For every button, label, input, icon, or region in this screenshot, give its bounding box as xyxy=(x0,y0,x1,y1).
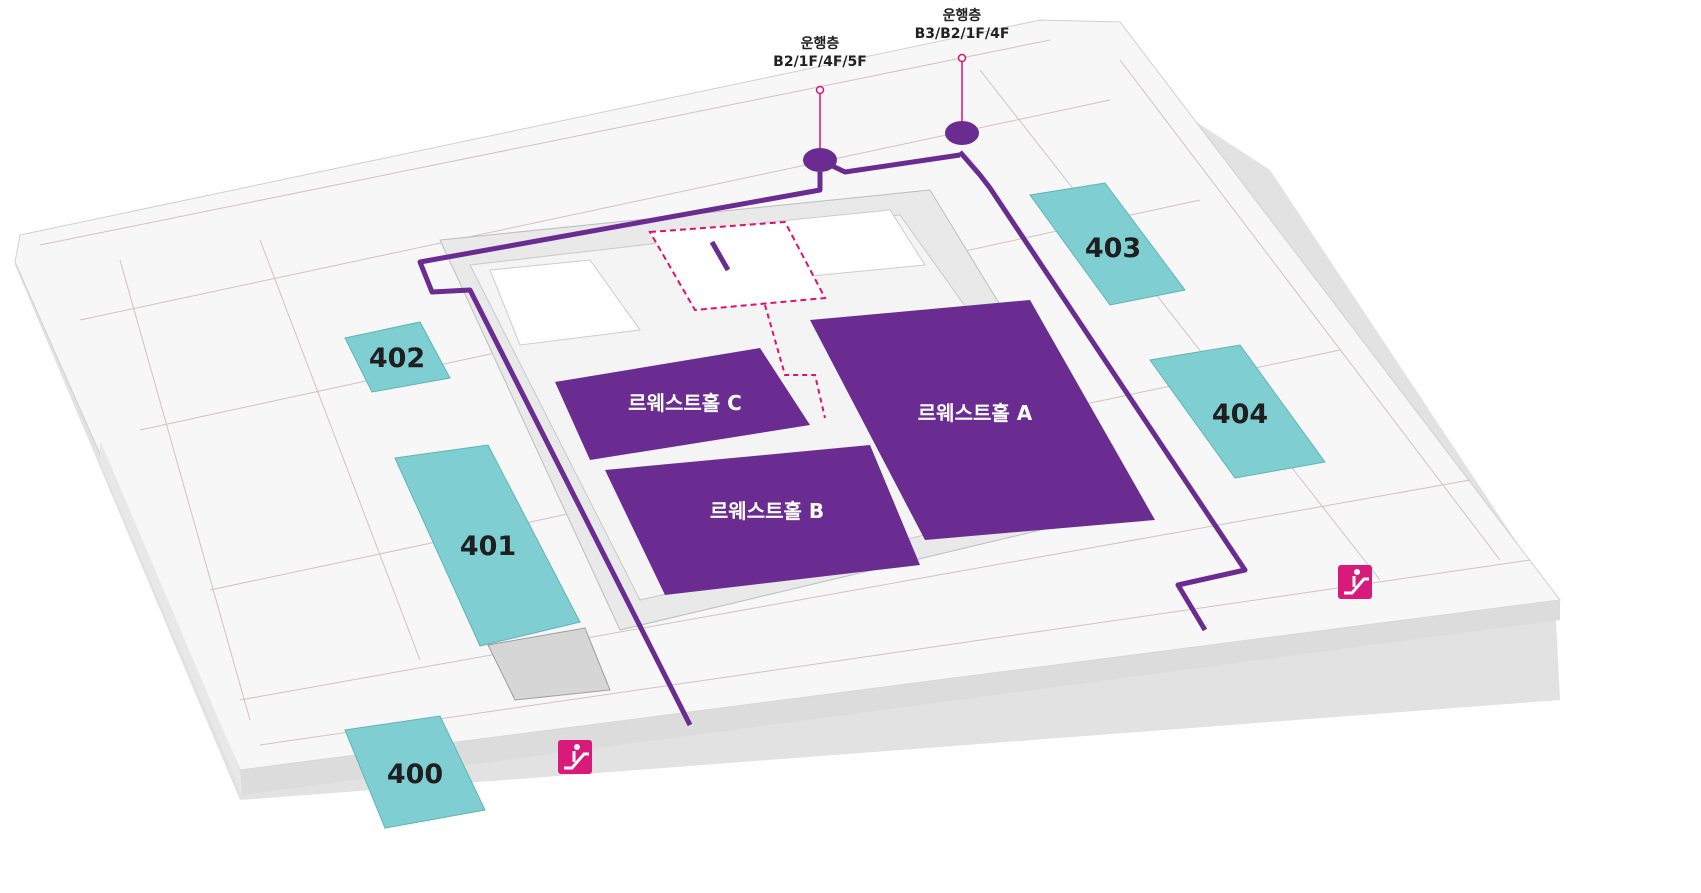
escalator-icon-steps xyxy=(564,752,589,770)
hall-c[interactable]: 르웨스트홀 C xyxy=(555,348,810,460)
elevator-left-icon[interactable] xyxy=(803,148,837,172)
escalator-icon-head xyxy=(574,744,580,750)
room-402-label: 402 xyxy=(369,343,425,374)
elevator-left-title: 운행층 xyxy=(801,36,840,52)
elevator-right-icon[interactable] xyxy=(945,121,979,145)
room-403-label: 403 xyxy=(1085,233,1141,264)
route-right xyxy=(958,150,1248,632)
room-401[interactable]: 401 xyxy=(394,444,611,701)
dashed-connector xyxy=(764,304,826,419)
hall-b-area[interactable] xyxy=(605,445,920,595)
room-401-label: 401 xyxy=(460,531,516,562)
route-main xyxy=(417,172,823,727)
route-hall-link xyxy=(709,240,731,272)
dashed-area xyxy=(648,220,827,312)
room-401-area[interactable] xyxy=(394,444,581,647)
room-402-area[interactable] xyxy=(344,321,451,393)
hall-c-label: 르웨스트홀 C xyxy=(628,391,742,415)
hall-b[interactable]: 르웨스트홀 B xyxy=(605,445,920,595)
escalator-right[interactable] xyxy=(1338,565,1372,599)
room-404-label: 404 xyxy=(1212,399,1268,430)
elevator-right[interactable]: 운행층 B3/B2/1F/4F xyxy=(915,8,1010,145)
hall-c-area[interactable] xyxy=(555,348,810,460)
hall-a[interactable]: 르웨스트홀 A xyxy=(810,300,1155,540)
escalator-icon-head xyxy=(1354,569,1360,575)
hall-a-label: 르웨스트홀 A xyxy=(918,401,1033,425)
room-402[interactable]: 402 xyxy=(344,321,451,393)
elevator-left[interactable]: 운행층 B2/1F/4F/5F xyxy=(773,36,867,172)
room-403[interactable]: 403 xyxy=(1029,182,1186,306)
room-400[interactable]: 400 xyxy=(344,715,486,829)
elevator-right-pointer-dot xyxy=(957,53,967,63)
hall-b-label: 르웨스트홀 B xyxy=(710,499,824,523)
room-400-label: 400 xyxy=(387,759,443,790)
room-404[interactable]: 404 xyxy=(1149,344,1326,479)
elevator-right-floors: B3/B2/1F/4F xyxy=(915,26,1010,42)
elevator-left-floors: B2/1F/4F/5F xyxy=(773,54,867,70)
hall-a-area[interactable] xyxy=(810,300,1155,540)
escalator-icon-steps xyxy=(1344,577,1369,595)
room-403-area[interactable] xyxy=(1029,182,1186,306)
room-401-annex xyxy=(487,627,611,701)
room-400-area[interactable] xyxy=(344,715,486,829)
escalator-left[interactable] xyxy=(558,740,592,774)
room-404-area[interactable] xyxy=(1149,344,1326,479)
elevator-right-title: 운행층 xyxy=(943,8,982,24)
elevator-left-pointer-dot xyxy=(815,85,825,95)
